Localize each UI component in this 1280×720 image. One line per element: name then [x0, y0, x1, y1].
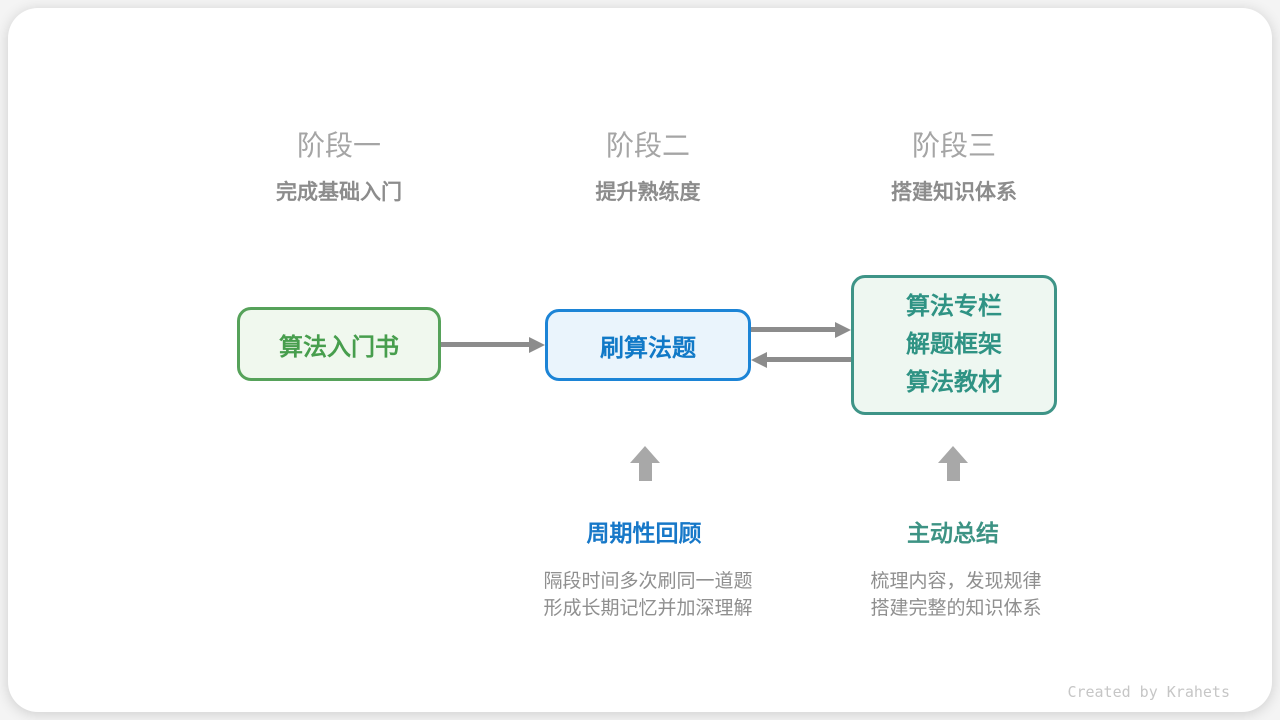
node-resources-line-1: 算法专栏 — [906, 293, 1002, 320]
up-arrow-triangle — [938, 446, 968, 463]
annotation-review-title: 周期性回顾 — [586, 520, 702, 546]
stage-2-title: 阶段二 — [605, 130, 690, 161]
stage-3-subtitle: 搭建知识体系 — [891, 181, 1017, 204]
arrow-right-book-to-practice-icon — [441, 337, 545, 353]
annotation-review-line-2: 形成长期记忆并加深理解 — [543, 598, 753, 619]
stage-1-subtitle: 完成基础入门 — [276, 181, 402, 204]
credit-text: Created by Krahets — [1067, 683, 1230, 701]
stage-column-2: 阶段二 提升熟练度 — [498, 130, 798, 207]
arrow-line — [441, 342, 533, 347]
annotation-review-description: 隔段时间多次刷同一道题 形成长期记忆并加深理解 — [483, 568, 813, 622]
arrow-head-left-icon — [751, 352, 767, 368]
stage-2-subtitle: 提升熟练度 — [595, 181, 701, 204]
up-arrow-triangle — [630, 446, 660, 463]
node-beginner-book-label: 算法入门书 — [279, 333, 399, 361]
up-arrow-summarize-icon — [938, 446, 968, 481]
annotation-summarize-line-1: 梳理内容，发现规律 — [870, 571, 1042, 592]
node-resources-line-2: 解题框架 — [906, 331, 1002, 358]
up-arrow-stem — [638, 463, 652, 481]
node-practice: 刷算法题 — [545, 309, 751, 381]
annotation-summarize-description: 梳理内容，发现规律 搭建完整的知识体系 — [791, 568, 1121, 622]
stage-column-1: 阶段一 完成基础入门 — [189, 130, 489, 207]
annotation-summarize-line-2: 搭建完整的知识体系 — [870, 598, 1042, 619]
arrow-right-practice-to-resources-icon — [751, 322, 851, 338]
up-arrow-stem — [946, 463, 960, 481]
content-card: 阶段一 完成基础入门 阶段二 提升熟练度 阶段三 搭建知识体系 算法入门书 刷算… — [8, 8, 1272, 712]
stage-column-3: 阶段三 搭建知识体系 — [804, 130, 1104, 207]
up-arrow-review-icon — [630, 446, 660, 481]
node-resources: 算法专栏 解题框架 算法教材 — [851, 275, 1057, 415]
arrow-head-right-icon — [835, 322, 851, 338]
node-resources-line-3: 算法教材 — [906, 369, 1002, 396]
arrow-head-right-icon — [529, 337, 545, 353]
stage-3-title: 阶段三 — [911, 130, 996, 161]
node-practice-label: 刷算法题 — [600, 334, 696, 362]
annotation-summarize-title: 主动总结 — [907, 520, 999, 546]
annotation-review-line-1: 隔段时间多次刷同一道题 — [543, 571, 753, 592]
stage-1-title: 阶段一 — [296, 130, 381, 161]
node-beginner-book: 算法入门书 — [237, 307, 441, 381]
arrow-line — [763, 357, 851, 362]
arrow-line — [751, 327, 839, 332]
arrow-left-resources-to-practice-icon — [751, 352, 851, 368]
